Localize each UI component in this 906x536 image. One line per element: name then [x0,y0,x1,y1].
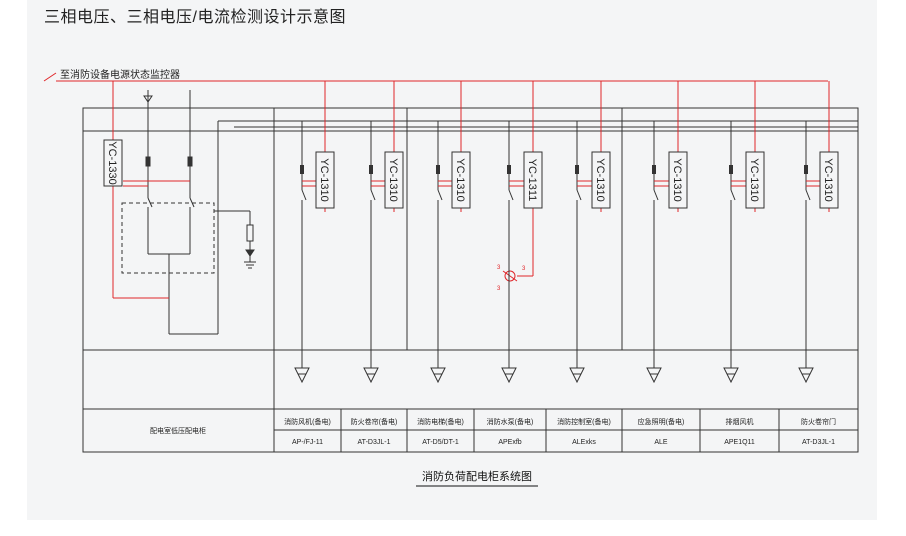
fuse-icon [804,165,808,174]
load-icon [723,367,739,384]
page-title: 三相电压、三相电压/电流检测设计示意图 [44,9,346,26]
monitor-module-label: YC-1310 [387,158,399,201]
monitor-module-box [591,151,611,209]
sensor-label: 3 [497,265,501,271]
load-icon [430,367,446,384]
switch-icon [370,189,376,201]
circuit-name: 消防水泵(备电) [487,417,534,426]
monitor-module-label: YC-1310 [822,158,834,201]
fuse-icon [436,165,440,174]
main-cabinet-label: 配电室低压配电柜 [150,426,206,435]
monitor-leader [43,72,57,82]
switch-icon [508,189,514,201]
circuit-name: 应急照明(备电) [638,417,685,426]
switch-icon [805,189,811,201]
circuit-name: 消防电梯(备电) [417,417,464,426]
monitor-module-label: YC-1310 [671,158,683,201]
circuit-name: 消防控制室(备电) [557,417,611,426]
monitor-module-label: YC-1310 [594,158,606,201]
fuse-icon [575,165,579,174]
monitor-module-box [668,151,688,209]
switch-icon [653,189,659,201]
circuit-code: AT-D3JL-1 [802,439,835,446]
fuse-icon [369,165,373,174]
circuit-code: AT-D3JL-1 [358,439,391,446]
main-module-label: YC-1330 [106,141,118,184]
switch-icon [576,189,582,201]
circuit-code: AP-/FJ-11 [292,439,323,446]
monitor-module-label: YC-1310 [748,158,760,201]
monitor-module-box [451,151,471,209]
switch-icon [730,189,736,201]
circuit-code: AT-D5/DT-1 [422,439,459,446]
monitor-module-box [819,151,839,209]
monitor-module-box [523,151,543,209]
circuit-name: 防火卷帘门 [801,417,836,426]
monitor-module-box [384,151,404,209]
switch-icon [301,189,307,201]
load-icon [798,367,814,384]
switch-icon [437,189,443,201]
diagram-caption: 消防负荷配电柜系统图 [422,469,532,483]
sensor-label: 3 [522,266,526,272]
monitor-module-label: YC-1310 [318,158,330,201]
load-icon [501,367,517,384]
fuse-icon [507,165,511,174]
load-icon [646,367,662,384]
circuit-code: ALExks [572,439,596,446]
yc-1330-module-box [103,139,123,187]
fuse-icon [729,165,733,174]
monitor-module-label: YC-1311 [526,159,538,202]
monitor-module-label: YC-1310 [454,158,466,201]
circuit-code: ALE [654,439,668,446]
monitor-module-box [315,151,335,209]
load-icon [363,367,379,384]
monitor-module-box [745,151,765,209]
fuse-icon [300,165,304,174]
circuit-name: 防火卷帘(备电) [351,417,398,426]
circuit-name: 消防风机(备电) [284,417,331,426]
cabinet-frame [82,107,859,453]
circuit-code: APE1Q11 [724,439,755,446]
load-icon [569,367,585,384]
load-icon [294,367,310,384]
sensor-label: 3 [497,286,501,292]
circuit-code: APExfb [498,439,521,446]
fuse-icon [652,165,656,174]
circuit-name: 排烟风机 [726,417,754,426]
monitor-label: 至消防设备电源状态监控器 [60,68,180,81]
